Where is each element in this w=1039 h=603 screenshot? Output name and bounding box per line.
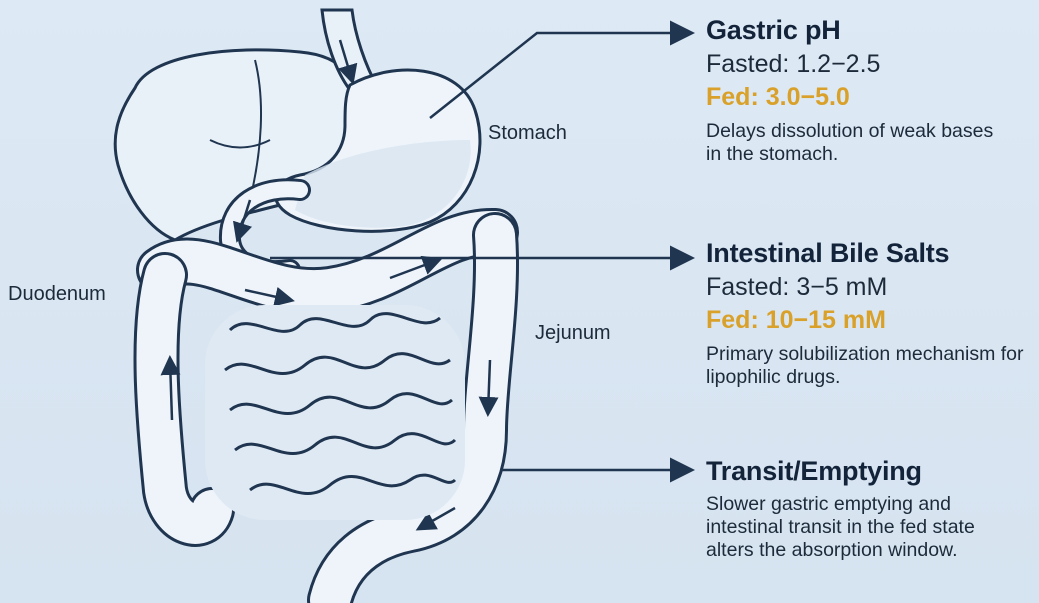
bile-salts-panel: Intestinal Bile Salts Fasted: 3−5 mM Fed… bbox=[706, 238, 1036, 389]
gastric-ph-fasted: Fasted: 1.2−2.5 bbox=[706, 50, 1036, 79]
jejunum-label: Jejunum bbox=[535, 322, 611, 345]
transit-title: Transit/Emptying bbox=[706, 456, 1036, 487]
bile-salts-title: Intestinal Bile Salts bbox=[706, 238, 1036, 269]
gastric-ph-description: Delays dissolution of weak bases in the … bbox=[706, 120, 1006, 166]
bile-salts-fed: Fed: 10−15 mM bbox=[706, 306, 1036, 335]
gastric-ph-fed: Fed: 3.0−5.0 bbox=[706, 83, 1036, 112]
duodenum-label: Duodenum bbox=[8, 283, 106, 306]
gastric-ph-panel: Gastric pH Fasted: 1.2−2.5 Fed: 3.0−5.0 … bbox=[706, 15, 1036, 166]
transit-description: Slower gastric emptying and intestinal t… bbox=[706, 493, 1026, 562]
gastric-ph-title: Gastric pH bbox=[706, 15, 1036, 46]
bile-salts-description: Primary solubilization mechanism for lip… bbox=[706, 343, 1036, 389]
transit-panel: Transit/Emptying Slower gastric emptying… bbox=[706, 456, 1036, 562]
bile-salts-fasted: Fasted: 3−5 mM bbox=[706, 273, 1036, 302]
small-intestine bbox=[205, 305, 465, 520]
stomach-label: Stomach bbox=[488, 122, 567, 145]
